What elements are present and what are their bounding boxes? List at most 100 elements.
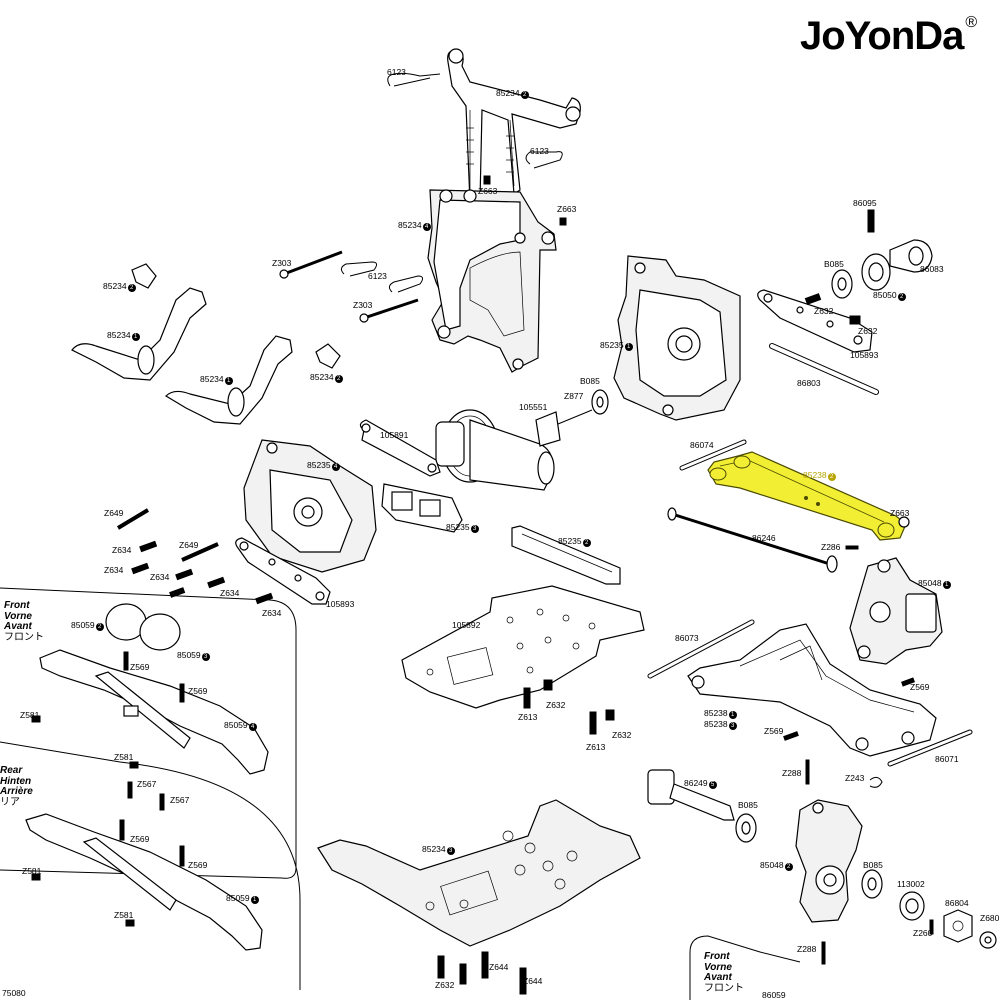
part-label: Z581 (20, 710, 40, 720)
brand-name: JoYonDa (800, 14, 964, 58)
screw-z634-a (139, 540, 158, 553)
part-label: 86803 (797, 378, 821, 388)
rod-86803 (769, 343, 879, 395)
screw-z613-a (523, 687, 531, 709)
screw-z632-b (849, 315, 861, 325)
screw-z581-rear-b (125, 919, 135, 927)
part-label: Z634 (150, 572, 170, 582)
part-label: 105891 (380, 430, 409, 440)
knuckle-85048-1 (849, 557, 943, 665)
screw-z634-d (207, 576, 226, 589)
skid-plate (317, 799, 641, 947)
shock-tower (427, 189, 557, 373)
section-front-jp: フロント (4, 631, 44, 643)
part-label: Z569 (130, 834, 150, 844)
body-clip-6123-c (340, 261, 378, 277)
part-label: Z663 (478, 186, 498, 196)
part-label: Z303 (272, 258, 292, 268)
part-label: Z286 (821, 542, 841, 552)
part-label: B085 (824, 259, 844, 269)
screw-z632-a (804, 293, 822, 305)
part-label: Z613 (518, 712, 538, 722)
part-label: Z634 (104, 565, 124, 575)
part-label: B085 (580, 376, 600, 386)
part-label: Z243 (845, 773, 865, 783)
nut-z663 (898, 516, 910, 528)
bearing-b085-lower (735, 813, 757, 843)
part-label: 86071 (935, 754, 959, 764)
pin-z288-a (805, 759, 810, 785)
part-label: Z634 (262, 608, 282, 618)
brace-85235-2 (511, 525, 621, 585)
upper-arm-85238-highlighted (707, 451, 907, 541)
pin-86071 (887, 729, 973, 767)
section-front2-de: Vorne (704, 961, 732, 973)
knuckle-85048-2 (795, 799, 863, 923)
part-label: 6123 (368, 271, 387, 281)
bulkhead-85235-3 (381, 483, 463, 533)
link-plate-105893-right (757, 289, 873, 353)
screw-z569-b (783, 731, 799, 741)
brand-logo: JoYonDa® (800, 14, 977, 59)
part-label: 113002 (897, 879, 925, 889)
section-front2-jp: フロント (704, 982, 744, 994)
front-bottom-frame (689, 935, 801, 1000)
section-label-rear: Rear Hinten Arrière リア (0, 765, 33, 808)
screw-z649-a (116, 508, 150, 530)
part-label: Z581 (114, 752, 134, 762)
pin-z286 (845, 545, 859, 550)
part-label: Z581 (114, 910, 134, 920)
part-label: Z632 (858, 326, 878, 336)
section-front2-en: Front (704, 951, 730, 962)
part-label: 105892 (452, 620, 481, 630)
part-label: 105893 (326, 599, 355, 609)
part-label: 86804 (945, 898, 969, 908)
pin-z260 (929, 919, 934, 935)
part-label: B085 (863, 860, 883, 870)
part-label: Z680 (980, 913, 1000, 923)
part-label: 86074 (690, 440, 714, 450)
screw-z663-b (559, 217, 567, 226)
part-label: 6123 (530, 146, 549, 156)
clip-85234-left (131, 263, 157, 289)
part-label: Z877 (564, 391, 584, 401)
body-clip-6123-d (388, 275, 424, 293)
pin-86073 (647, 619, 755, 679)
part-label: 86095 (853, 198, 877, 208)
part-label: Z632 (546, 700, 566, 710)
part-label: Z569 (188, 686, 208, 696)
part-label: 86083 (920, 264, 944, 274)
section-front-fr: Avant (4, 621, 32, 632)
part-label: Z567 (170, 795, 190, 805)
clip-z243 (869, 776, 883, 788)
part-label: Z613 (586, 742, 606, 752)
section-rear-de: Hinten (0, 775, 32, 787)
arm-85234-a (71, 287, 207, 381)
pin-z303-b (359, 298, 419, 323)
rear-bumper-frame (0, 741, 301, 990)
section-front-de: Vorne (4, 610, 32, 622)
pin-z288-b (821, 941, 826, 965)
front-bumper-85059-4 (39, 649, 269, 775)
lower-arm-85238 (687, 623, 937, 757)
part-label: 105893 (850, 350, 879, 360)
part-label: Z649 (179, 540, 199, 550)
body-clip-6123-a (387, 72, 441, 87)
pin-z303-a (279, 250, 343, 279)
section-rear-fr: Arrière (0, 786, 33, 797)
part-label: 75080 (2, 988, 26, 998)
nut-z680 (979, 931, 997, 949)
part-label: Z634 (112, 545, 132, 555)
